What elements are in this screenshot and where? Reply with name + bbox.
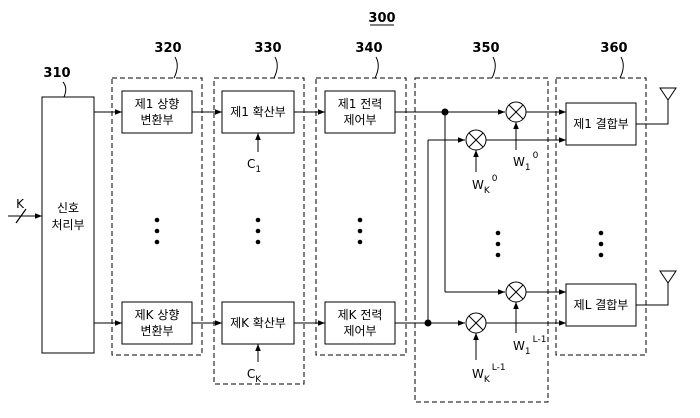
ellipsis-power-controls	[357, 217, 363, 245]
ellipsis-spreaders	[255, 217, 261, 245]
svg-text:360: 360	[600, 41, 627, 56]
weight-wk-l1-label: WKL-1	[472, 363, 506, 385]
wire-comb1-to-antenna1	[636, 100, 669, 125]
svg-text:330: 330	[254, 41, 281, 56]
code-c1-label: C1	[247, 157, 261, 175]
signal-processor-label-1: 신호	[57, 201, 79, 215]
svg-text:310: 310	[43, 66, 70, 81]
figure-number: 300	[368, 11, 395, 26]
power-control-group-340	[315, 77, 407, 356]
ref-340: 340	[355, 41, 383, 79]
power-control-k-label-2: 제어부	[343, 324, 376, 338]
ref-360: 360	[600, 41, 628, 79]
weight-w1-l1-label: W1L-1	[513, 335, 546, 357]
ref-320: 320	[154, 41, 182, 79]
ellipsis-weights	[495, 230, 501, 258]
upconverter-k-label-1: 제K 상향	[135, 308, 180, 322]
svg-text:320: 320	[154, 41, 181, 56]
combiner-l-label: 제L 결합부	[574, 298, 629, 312]
power-control-1-label-1: 제1 전력	[338, 97, 383, 111]
power-control-k-label-1: 제K 전력	[338, 308, 383, 322]
multiplier-w1-0	[505, 101, 527, 123]
multiplier-wk-l1	[465, 312, 487, 334]
ellipsis-upconverters	[154, 217, 160, 245]
upconverter-group-320	[111, 77, 203, 356]
bus-slash	[15, 208, 27, 224]
code-ck-label: CK	[247, 367, 262, 385]
spreader-1-label: 제1 확산부	[230, 105, 286, 119]
upconverter-1-label-1: 제1 상향	[135, 97, 180, 111]
antenna-1-icon	[659, 87, 677, 101]
signal-processor-label-2: 처리부	[51, 218, 84, 232]
ref-310: 310	[43, 66, 71, 98]
svg-text:340: 340	[355, 41, 382, 56]
signal-processor-block	[41, 96, 95, 354]
weight-wk-0-label: WK0	[472, 174, 498, 196]
wire-combl-to-antennal	[636, 283, 669, 306]
ref-330: 330	[254, 41, 282, 79]
ellipsis-combiners	[598, 230, 604, 258]
power-control-1-label-2: 제어부	[343, 113, 376, 127]
combiner-1-label: 제1 결합부	[573, 117, 629, 131]
upconverter-k-label-2: 변환부	[140, 324, 173, 338]
antenna-l-icon	[659, 270, 677, 284]
svg-text:350: 350	[472, 41, 499, 56]
multiplier-wk-0	[465, 129, 487, 151]
ref-350: 350	[472, 41, 500, 79]
combiner-group-360	[555, 77, 647, 356]
weighting-group-350	[414, 77, 549, 403]
spreader-group-330	[213, 77, 305, 385]
spreader-k-label: 제K 확산부	[230, 316, 286, 330]
weight-w1-0-label: W10	[513, 151, 539, 173]
input-bus-label: K	[16, 197, 25, 211]
multiplier-w1-l1	[505, 281, 527, 303]
upconverter-1-label-2: 변환부	[140, 113, 173, 127]
